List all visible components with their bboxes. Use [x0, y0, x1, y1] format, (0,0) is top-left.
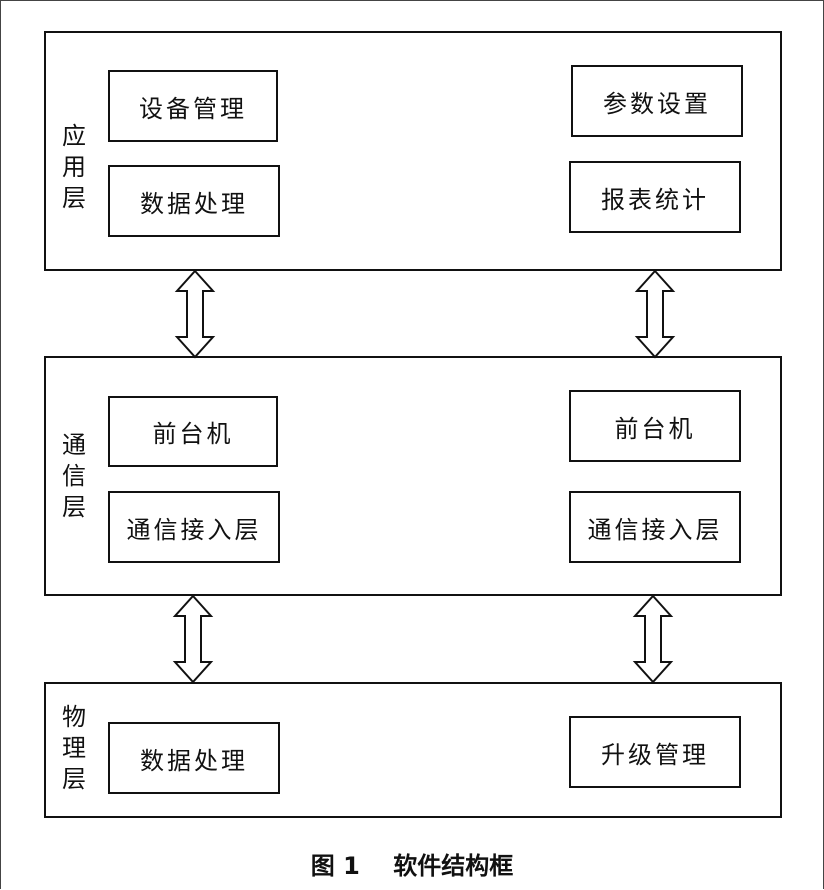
double-arrow-icon: [632, 594, 674, 684]
communication-layer: 通 信 层 前台机 通信接入层 前台机 通信接入层: [44, 356, 782, 596]
figure-caption: 图 1 软件结构框: [310, 852, 514, 880]
double-arrow-icon: [172, 594, 214, 684]
data-processing-box: 数据处理: [108, 165, 280, 237]
physical-layer-label: 物 理 层: [62, 703, 86, 793]
double-arrow-icon: [634, 269, 676, 359]
device-management-box: 设备管理: [108, 70, 278, 142]
communication-layer-label: 通 信 层: [62, 431, 86, 521]
double-arrow-icon: [174, 269, 216, 359]
comm-access-layer-left-box: 通信接入层: [108, 491, 280, 563]
report-statistics-box: 报表统计: [569, 161, 741, 233]
front-end-machine-left-box: 前台机: [108, 396, 278, 467]
upgrade-management-box: 升级管理: [569, 716, 741, 788]
physical-layer: 物 理 层 数据处理 升级管理: [44, 682, 782, 818]
application-layer-label: 应 用 层: [62, 122, 86, 212]
comm-access-layer-right-box: 通信接入层: [569, 491, 741, 563]
application-layer: 应 用 层 设备管理 数据处理 参数设置 报表统计: [44, 31, 782, 271]
parameter-settings-box: 参数设置: [571, 65, 743, 137]
front-end-machine-right-box: 前台机: [569, 390, 741, 462]
data-processing-physical-box: 数据处理: [108, 722, 280, 794]
